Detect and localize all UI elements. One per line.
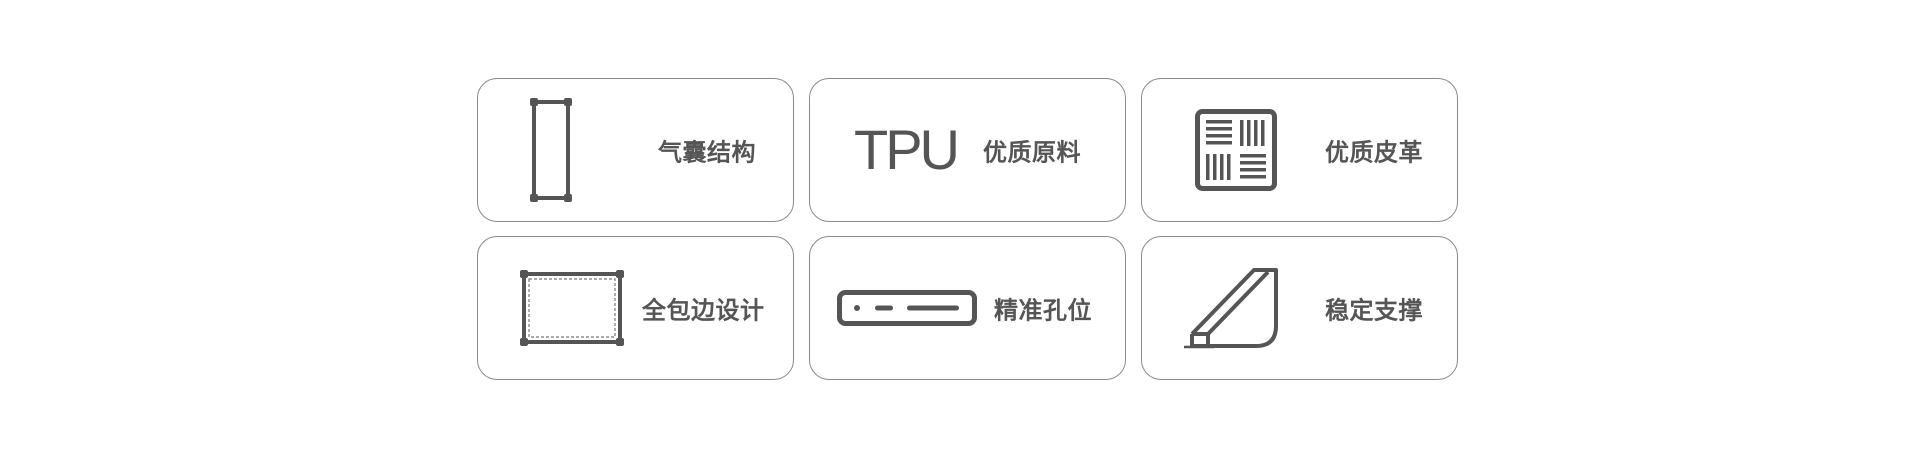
feature-label: 稳定支撑: [1325, 296, 1423, 325]
feature-label: 优质皮革: [1325, 138, 1423, 167]
full-edge-wrap-icon: [520, 270, 624, 346]
feature-label: 精准孔位: [994, 296, 1092, 325]
feature-card-full-edge: 全包边设计: [477, 236, 794, 380]
feature-card-leather: 优质皮革: [1141, 78, 1458, 222]
precise-cutout-icon: [837, 290, 977, 326]
leather-texture-icon: [1195, 109, 1277, 191]
feature-label: 全包边设计: [642, 296, 765, 325]
feature-label: 气囊结构: [658, 138, 756, 167]
stand-support-icon: [1184, 268, 1278, 349]
feature-card-tpu: TPU 优质原料: [809, 78, 1126, 222]
feature-card-cutout: 精准孔位: [809, 236, 1126, 380]
feature-card-airbag: 气囊结构: [477, 78, 794, 222]
feature-label: 优质原料: [983, 138, 1081, 167]
airbag-frame-icon: [530, 98, 572, 202]
tpu-text-icon: TPU: [854, 118, 960, 181]
feature-card-stand: 稳定支撑: [1141, 236, 1458, 380]
feature-grid: 气囊结构 TPU 优质原料: [477, 78, 1458, 380]
